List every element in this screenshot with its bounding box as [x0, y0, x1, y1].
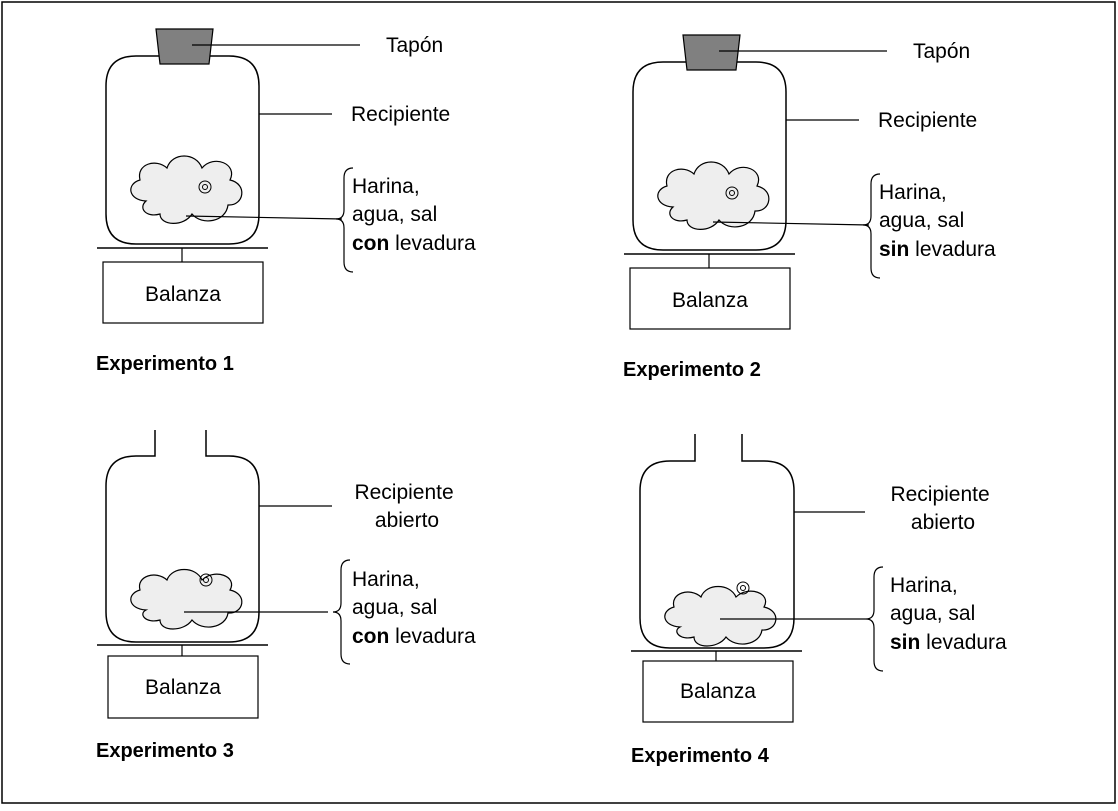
stopper [155, 28, 214, 65]
experiment-3: Recipiente abierto Harina, agua, sal con… [96, 430, 476, 762]
experiment-title: Experimento 1 [96, 353, 234, 375]
stopper [682, 34, 741, 71]
dough [130, 568, 243, 630]
container-label: Recipiente abierto [354, 481, 459, 532]
contents-line-1: Harina, [352, 568, 420, 591]
contents-line-1: Harina, [352, 175, 420, 198]
yeast-spiral-inner [729, 190, 735, 196]
container-outline-open [639, 434, 795, 649]
container-outline [105, 55, 260, 245]
contents-leader-line [712, 221, 870, 226]
yeast-spiral-inner [202, 184, 208, 190]
experiment-2: Tapón Recipiente Harina, agua, sal sin l… [623, 34, 996, 381]
scale-label: Balanza [145, 283, 221, 306]
stopper-label: Tapón [386, 34, 443, 57]
contents-text: Harina, agua, sal sin levadura [879, 181, 996, 261]
experiment-4: Recipiente abierto Harina, agua, sal sin… [631, 434, 1007, 767]
dough [130, 155, 243, 224]
dough [664, 585, 777, 647]
container-label: Recipiente [878, 109, 977, 132]
contents-line-3: con levadura [352, 625, 476, 648]
yeast-spiral-outer [725, 186, 739, 200]
scale-label: Balanza [680, 680, 756, 703]
contents-line-2: agua, sal [352, 596, 437, 619]
container-outline-open [105, 430, 260, 643]
contents-text: Harina, agua, sal sin levadura [890, 574, 1007, 654]
experiment-title: Experimento 2 [623, 359, 761, 381]
yeast-spiral-outer [736, 581, 750, 595]
stopper-label: Tapón [913, 40, 970, 63]
contents-text: Harina, agua, sal con levadura [352, 568, 476, 648]
scale-label: Balanza [672, 289, 748, 312]
contents-line-3: con levadura [352, 232, 476, 255]
experiment-title: Experimento 3 [96, 740, 234, 762]
experiment-title: Experimento 4 [631, 745, 770, 767]
yeast-spiral-inner [203, 577, 209, 583]
scale-box [642, 660, 794, 723]
contents-line-3: sin levadura [879, 238, 996, 261]
contents-line-1: Harina, [890, 574, 958, 597]
scale-box [107, 655, 259, 719]
contents-line-2: agua, sal [352, 203, 437, 226]
contents-brace [332, 559, 351, 665]
contents-line-2: agua, sal [890, 602, 975, 625]
container-label: Recipiente abierto [890, 483, 995, 534]
contents-line-3: sin levadura [890, 631, 1007, 654]
contents-line-1: Harina, [879, 181, 947, 204]
dough [657, 161, 770, 230]
scale-box [629, 267, 791, 330]
contents-leader-line [185, 215, 343, 220]
yeast-spiral-outer [199, 573, 213, 587]
contents-brace [335, 167, 354, 273]
contents-brace [862, 173, 881, 279]
yeast-spiral-outer [198, 180, 212, 194]
container-outline [632, 61, 787, 251]
yeast-spiral-inner [740, 585, 746, 591]
scale-box [102, 261, 264, 324]
container-label: Recipiente [351, 103, 450, 126]
contents-brace [865, 566, 884, 672]
contents-line-2: agua, sal [879, 209, 964, 232]
experiment-1: Tapón Recipiente Harina, agua, sal con l… [96, 28, 476, 375]
contents-text: Harina, agua, sal con levadura [352, 175, 476, 255]
scale-label: Balanza [145, 676, 221, 699]
